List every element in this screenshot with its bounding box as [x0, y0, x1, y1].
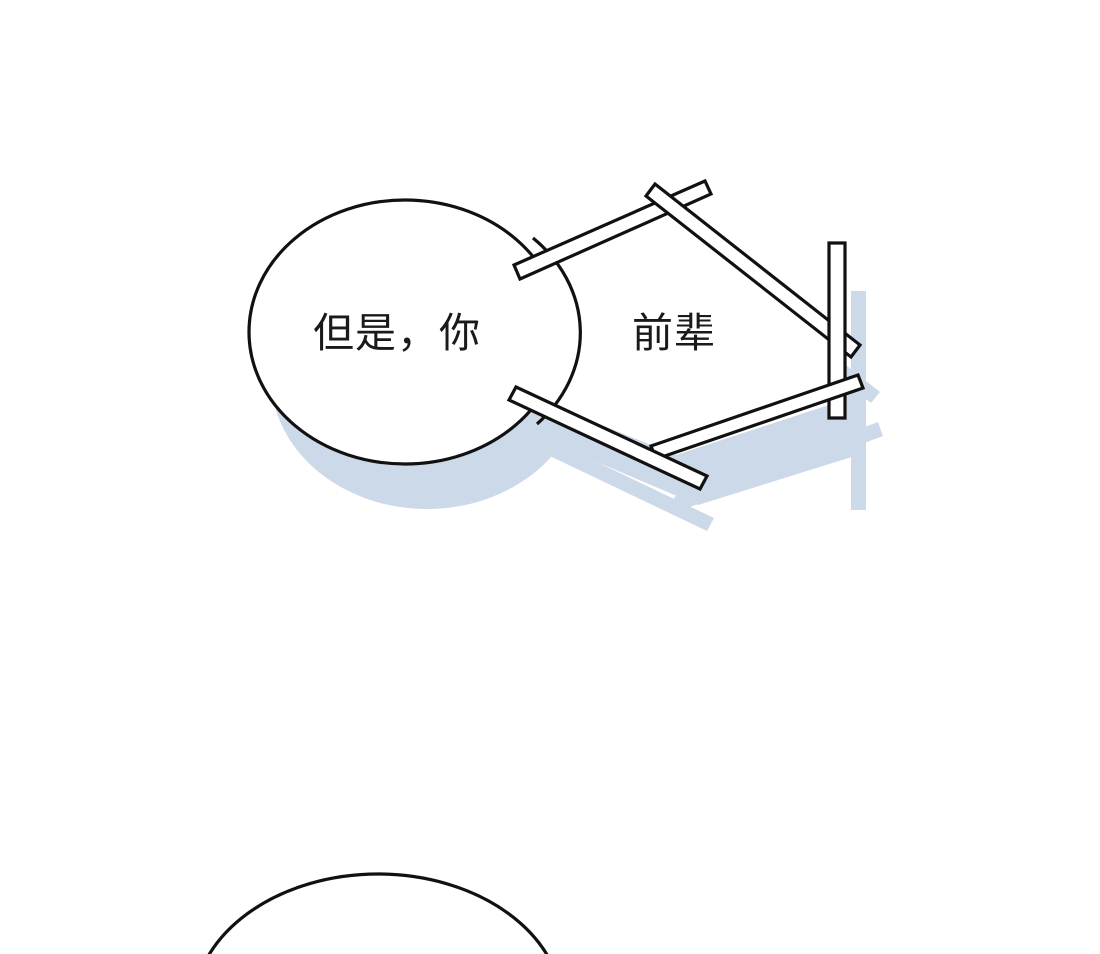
bubble-text-line-1: 但是，你 — [313, 310, 481, 356]
bubble-text-line-2: 前辈 — [632, 310, 716, 356]
next-bubble-oval[interactable] — [193, 872, 563, 954]
shadow-stick-vertical-post — [851, 291, 866, 510]
shadow-stick-lower-right — [674, 422, 883, 511]
plank-lower-left[interactable] — [506, 384, 710, 492]
stick-frame[interactable] — [506, 178, 866, 492]
shadow-stick-lower-left — [531, 434, 714, 531]
plank-vertical-post[interactable] — [827, 241, 847, 420]
plank-upper-right[interactable] — [643, 181, 863, 360]
